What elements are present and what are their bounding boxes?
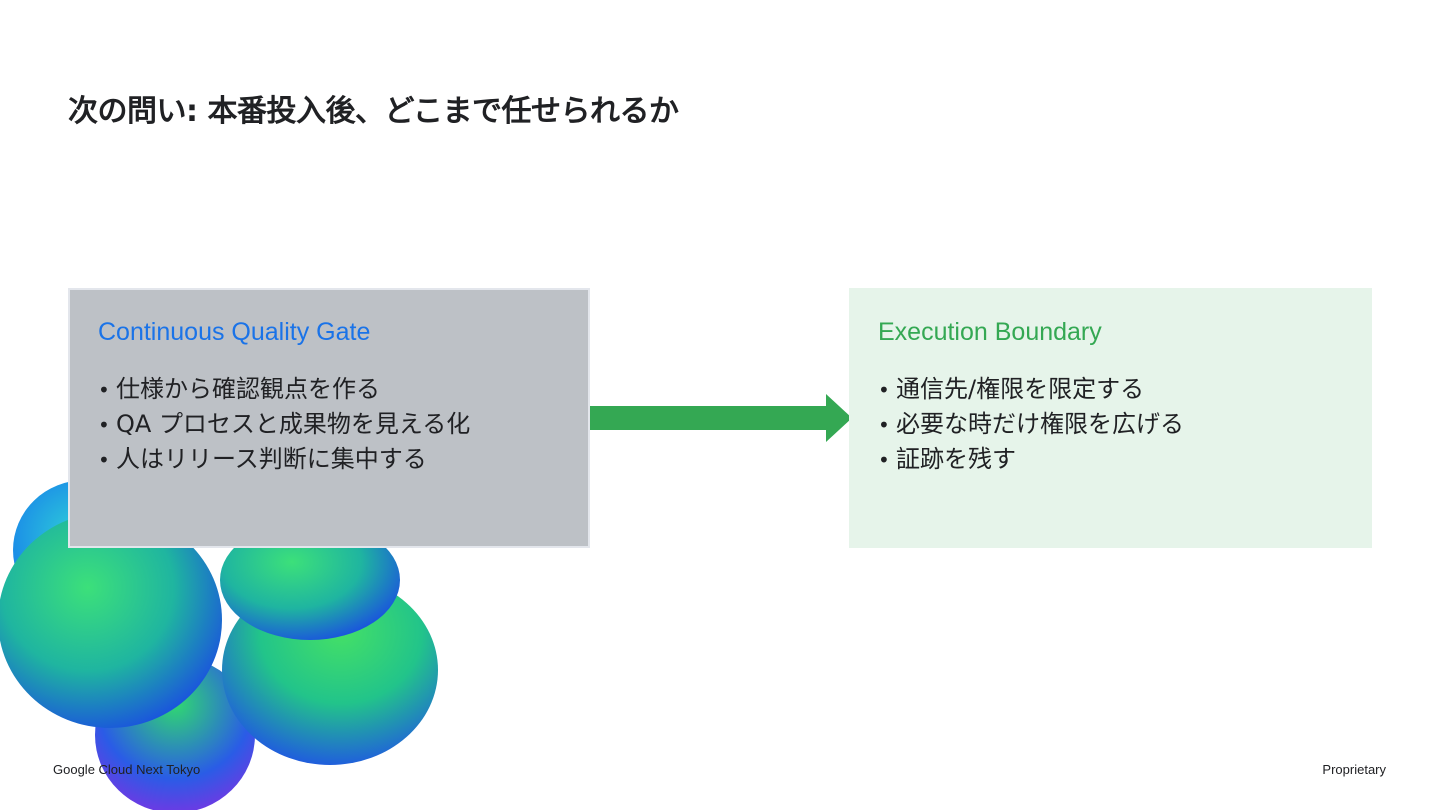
list-item: •必要な時だけ権限を広げる	[878, 407, 1184, 442]
bullet-icon: •	[98, 378, 110, 402]
bullet-icon: •	[878, 413, 890, 437]
page-title: 次の問い: 本番投入後、どこまで任せられるか	[68, 94, 679, 129]
execution-boundary-box: Execution Boundary •通信先/権限を限定する •必要な時だけ権…	[849, 288, 1372, 548]
box-heading: Execution Boundary	[878, 318, 1102, 346]
list-item: •人はリリース判断に集中する	[98, 442, 470, 477]
bullet-list: •仕様から確認観点を作る •QA プロセスと成果物を見える化 •人はリリース判断…	[98, 372, 470, 477]
list-item: •QA プロセスと成果物を見える化	[98, 407, 470, 442]
bullet-icon: •	[98, 413, 110, 437]
bullet-icon: •	[878, 378, 890, 402]
list-item: •証跡を残す	[878, 442, 1184, 477]
box-heading: Continuous Quality Gate	[98, 318, 371, 346]
bullet-icon: •	[878, 448, 890, 472]
right-arrow-icon	[590, 394, 852, 442]
bullet-list: •通信先/権限を限定する •必要な時だけ権限を広げる •証跡を残す	[878, 372, 1184, 477]
gradient-blob-graphic	[0, 480, 438, 810]
list-item: •仕様から確認観点を作る	[98, 372, 470, 407]
bullet-icon: •	[98, 448, 110, 472]
footer-classification: Proprietary	[1322, 762, 1386, 777]
footer-event-name: Google Cloud Next Tokyo	[53, 762, 201, 777]
list-item: •通信先/権限を限定する	[878, 372, 1184, 407]
continuous-quality-gate-box: Continuous Quality Gate •仕様から確認観点を作る •QA…	[68, 288, 590, 548]
